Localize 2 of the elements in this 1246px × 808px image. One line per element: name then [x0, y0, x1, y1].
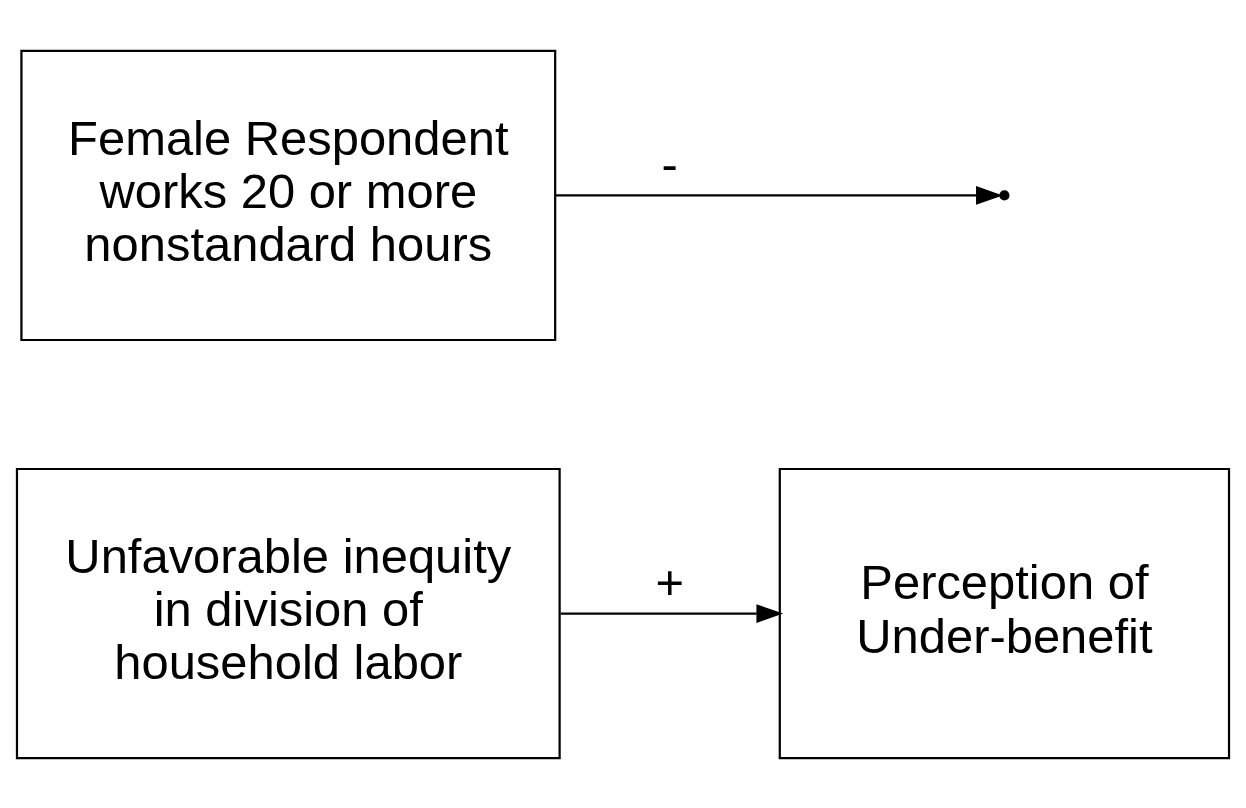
edge-label: + — [655, 554, 684, 609]
edge-label: - — [661, 136, 678, 191]
